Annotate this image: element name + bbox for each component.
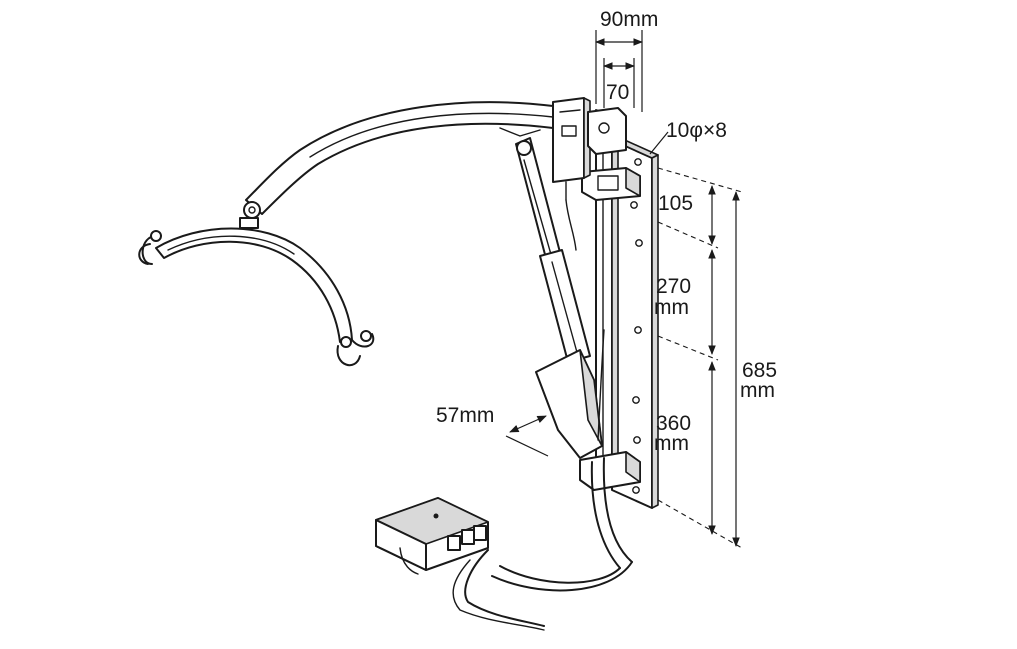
dim-holes-leader xyxy=(649,131,669,155)
dim-arm-offset xyxy=(505,415,549,457)
label-total-unit: mm xyxy=(740,379,775,402)
label-seg-mid-unit: mm xyxy=(654,296,689,319)
label-arm-offset: 57mm xyxy=(436,404,494,427)
upper-bracket xyxy=(581,167,641,201)
top-head xyxy=(552,97,627,251)
label-seg-top: 105 xyxy=(658,192,693,215)
label-top-width: 90mm xyxy=(600,8,658,31)
label-total-value: 685 xyxy=(742,359,777,382)
spreader-hook-right xyxy=(336,330,375,367)
mounting-hole xyxy=(632,396,640,404)
label-holes: 10φ×8 xyxy=(666,119,727,142)
wall-plate xyxy=(611,136,659,509)
mounting-hole xyxy=(630,201,638,209)
label-seg-bottom-unit: mm xyxy=(654,432,689,455)
mounting-hole xyxy=(635,239,643,247)
boom-arm xyxy=(245,101,554,215)
cables xyxy=(452,329,633,631)
spreader-bar xyxy=(155,227,353,343)
mounting-hole xyxy=(632,486,640,494)
motor-housing xyxy=(535,349,603,459)
lower-bracket xyxy=(579,451,641,491)
label-seg-bottom-value: 360 xyxy=(656,412,691,435)
mounting-hole xyxy=(634,158,642,166)
mounting-hole xyxy=(633,436,641,444)
label-top-inner: 70 xyxy=(606,81,629,104)
boom-hinge xyxy=(239,201,261,229)
dim-vertical-chain xyxy=(657,167,743,549)
dim-top-width xyxy=(595,30,643,112)
mounting-hole xyxy=(634,326,642,334)
actuator xyxy=(515,137,591,363)
label-seg-mid-value: 270 xyxy=(656,275,691,298)
junction-box xyxy=(375,497,489,575)
spreader-hook-left xyxy=(138,230,162,265)
